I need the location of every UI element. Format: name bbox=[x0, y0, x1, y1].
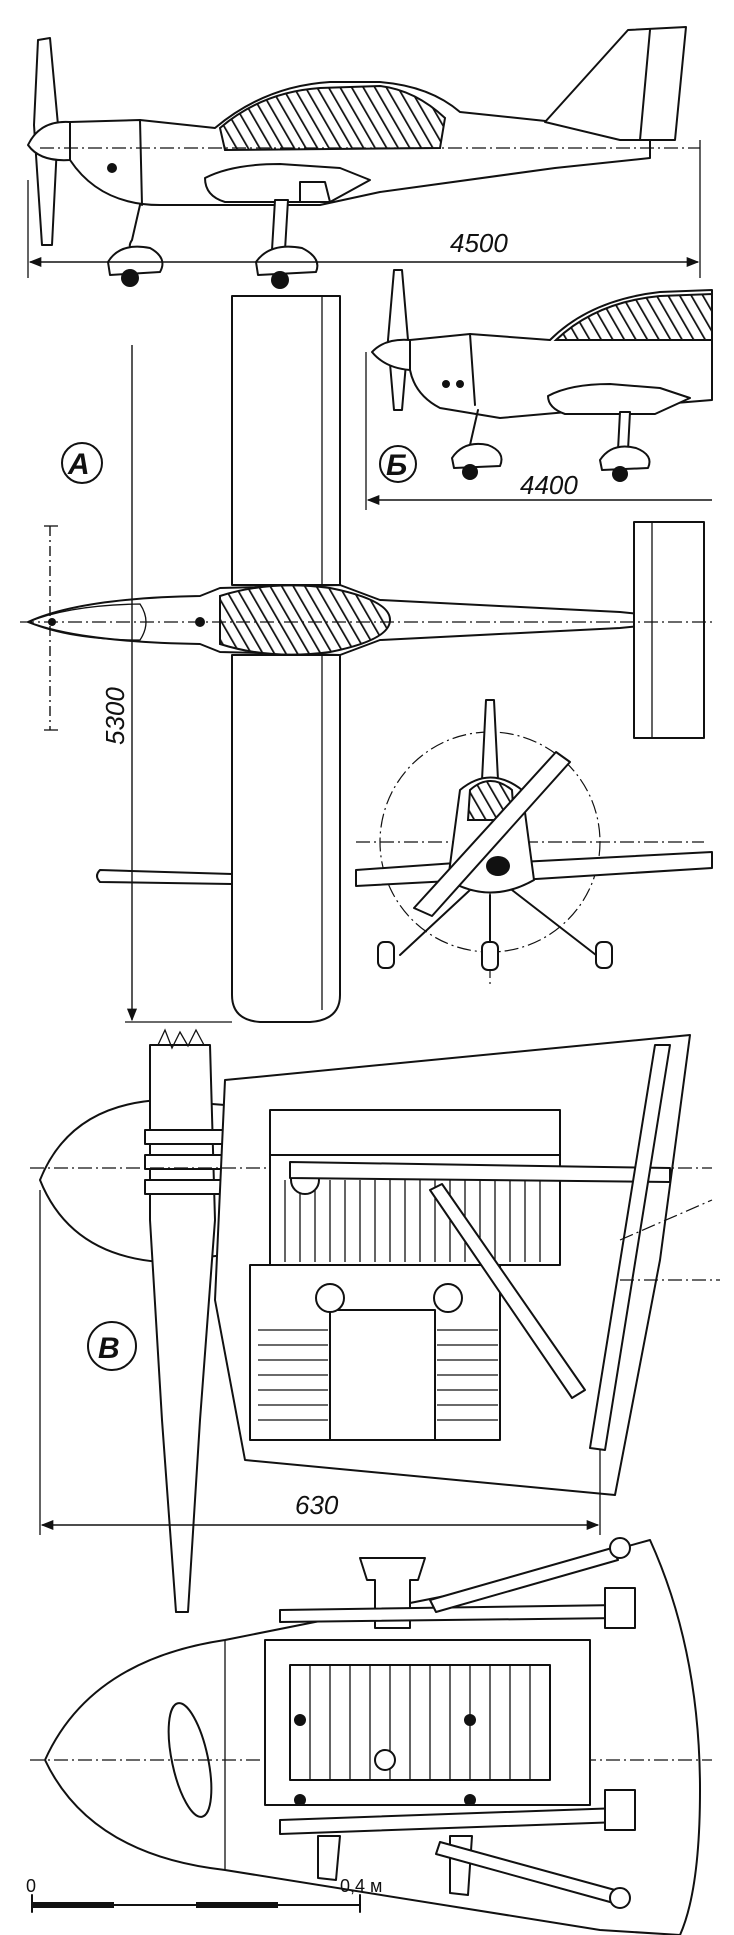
nose-wheel bbox=[121, 269, 139, 287]
spinner-b bbox=[371, 338, 411, 371]
fastener-b2 bbox=[456, 380, 464, 388]
spark-plug-2 bbox=[315, 1283, 345, 1313]
main-wheel-b bbox=[612, 466, 628, 482]
fin-front bbox=[481, 699, 499, 781]
pitot-tube bbox=[96, 869, 233, 885]
main-spat-b bbox=[599, 445, 651, 471]
engine-plan-view bbox=[30, 1537, 712, 1935]
main-wheel bbox=[271, 271, 289, 289]
mount-bolt-2 bbox=[294, 1794, 306, 1806]
firewall bbox=[589, 1044, 671, 1451]
spark-plug-3 bbox=[433, 1283, 463, 1313]
wing-root bbox=[204, 163, 371, 203]
wing-lower bbox=[231, 654, 341, 1023]
nose-wheel-b bbox=[462, 464, 478, 480]
stabilizer bbox=[633, 521, 705, 739]
mount-pad-bottom bbox=[604, 1789, 636, 1831]
nose-spat-b bbox=[451, 442, 503, 469]
wing-front-right bbox=[519, 851, 713, 881]
engine-top-case bbox=[269, 1109, 561, 1156]
nose-gear-b bbox=[469, 409, 479, 446]
mount-pad-top bbox=[604, 1587, 636, 1629]
mount-bolt-3 bbox=[464, 1714, 476, 1726]
tail-fin bbox=[544, 26, 687, 141]
cowl-panel-line bbox=[139, 119, 143, 206]
rudder-hinge bbox=[639, 29, 651, 141]
front-view bbox=[355, 699, 713, 985]
canopy bbox=[218, 84, 447, 152]
scale-bar: 0 0,4 м bbox=[26, 1876, 382, 1913]
view-a-letter: А bbox=[67, 448, 90, 481]
view-v-width-label: 630 bbox=[295, 1490, 339, 1520]
prop-blade-front-1 bbox=[413, 751, 571, 917]
view-b-length-label: 4400 bbox=[520, 470, 578, 500]
cowl-fastener bbox=[107, 163, 117, 173]
plan-fins bbox=[309, 1665, 531, 1780]
scale-seg-1 bbox=[32, 1902, 114, 1908]
main-gear-leg bbox=[271, 199, 289, 251]
view-v-letter: В bbox=[98, 1332, 120, 1365]
crank-center bbox=[374, 1749, 396, 1771]
prop-tip-break bbox=[157, 1028, 205, 1050]
strut-upper bbox=[429, 1547, 619, 1613]
side-view: 4500 bbox=[27, 26, 701, 289]
gear-strut-left bbox=[399, 889, 471, 956]
view-b: 4400 Б bbox=[365, 269, 713, 510]
exhaust-1 bbox=[317, 1835, 341, 1881]
cowl-line-b bbox=[469, 333, 476, 406]
main-leg-b bbox=[617, 411, 631, 451]
strut-end-upper bbox=[609, 1537, 631, 1559]
intake-front bbox=[486, 856, 510, 876]
scale-start-label: 0 bbox=[26, 1876, 36, 1896]
scale-end-label: 0,4 м bbox=[340, 1876, 382, 1896]
crankcase-lower bbox=[329, 1309, 436, 1441]
gear-strut-right bbox=[511, 889, 597, 956]
wing-upper bbox=[231, 295, 341, 586]
hub-bolt-row-1 bbox=[144, 1129, 231, 1145]
view-b-letter: Б bbox=[386, 449, 407, 482]
engine-plan-cylinders bbox=[289, 1664, 551, 1781]
view-v: В bbox=[30, 1028, 720, 1613]
hub-bolt-row-2 bbox=[144, 1154, 231, 1170]
scale-seg-3 bbox=[196, 1902, 278, 1908]
prop-section bbox=[167, 1702, 213, 1818]
mount-strut-diagonal bbox=[429, 1183, 586, 1399]
wheel-left-front bbox=[377, 941, 395, 969]
mount-bolt-1 bbox=[294, 1714, 306, 1726]
view-a: А 5300 bbox=[20, 295, 712, 1023]
side-length-label: 4500 bbox=[450, 228, 508, 258]
wing-root-b bbox=[547, 383, 691, 415]
cooling-fins-lower bbox=[258, 1329, 498, 1421]
mount-bolt-4 bbox=[464, 1794, 476, 1806]
canopy-b bbox=[553, 292, 713, 341]
flap-hinge bbox=[299, 181, 331, 203]
hub-bolts bbox=[144, 1129, 231, 1195]
view-b-circle bbox=[379, 445, 417, 483]
view-a-span-label: 5300 bbox=[100, 687, 130, 745]
hub-bolt-row-3 bbox=[144, 1179, 231, 1195]
fastener-b1 bbox=[442, 380, 450, 388]
wheel-nose-front bbox=[481, 941, 499, 971]
view-v-circle bbox=[87, 1321, 137, 1371]
view-a-circle bbox=[61, 442, 103, 484]
main-wheel-spat bbox=[255, 245, 319, 276]
engine-mount-tube bbox=[289, 1161, 671, 1183]
frame-lines-v bbox=[619, 1199, 720, 1281]
wheel-right-front bbox=[595, 941, 613, 969]
strut-end-lower bbox=[609, 1887, 631, 1909]
